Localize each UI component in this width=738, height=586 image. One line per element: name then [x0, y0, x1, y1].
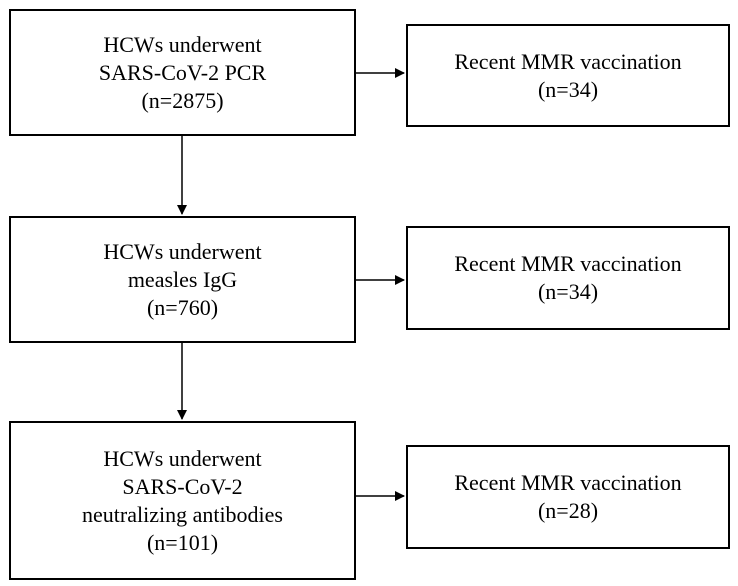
- step-pcr-line-2: SARS-CoV-2 PCR: [98, 59, 267, 85]
- step-neutralizing-line-3: neutralizing antibodies: [82, 501, 283, 527]
- step-pcr-line-1: HCWs underwent: [103, 31, 262, 57]
- side-pcr-count: (n=34): [537, 76, 599, 102]
- step-neutralizing-box: HCWs underwent SARS-CoV-2 neutralizing a…: [9, 421, 356, 580]
- side-measles-label: Recent MMR vaccination: [454, 251, 682, 276]
- step-neutralizing-line-2: SARS-CoV-2: [122, 473, 243, 499]
- side-measles-count: (n=34): [537, 279, 599, 304]
- step-measles-line-2: measles IgG: [127, 266, 238, 292]
- side-neutralizing-count: (n=28): [537, 498, 599, 523]
- step-measles-line-1: HCWs underwent: [103, 238, 262, 264]
- side-neutralizing-label: Recent MMR vaccination: [454, 470, 682, 495]
- step-pcr-count: (n=2875): [141, 87, 224, 113]
- step-measles-count: (n=760): [146, 294, 219, 320]
- side-pcr-exclusion-box: Recent MMR vaccination (n=34): [406, 24, 730, 127]
- step-measles-igg-box: HCWs underwent measles IgG (n=760): [9, 216, 356, 343]
- step-neutralizing-count: (n=101): [146, 529, 219, 555]
- side-neutralizing-exclusion-box: Recent MMR vaccination (n=28): [406, 445, 730, 549]
- step-neutralizing-line-1: HCWs underwent: [103, 445, 262, 471]
- side-measles-exclusion-box: Recent MMR vaccination (n=34): [406, 226, 730, 330]
- side-pcr-label: Recent MMR vaccination: [454, 48, 682, 74]
- step-pcr-box: HCWs underwent SARS-CoV-2 PCR (n=2875): [9, 9, 356, 136]
